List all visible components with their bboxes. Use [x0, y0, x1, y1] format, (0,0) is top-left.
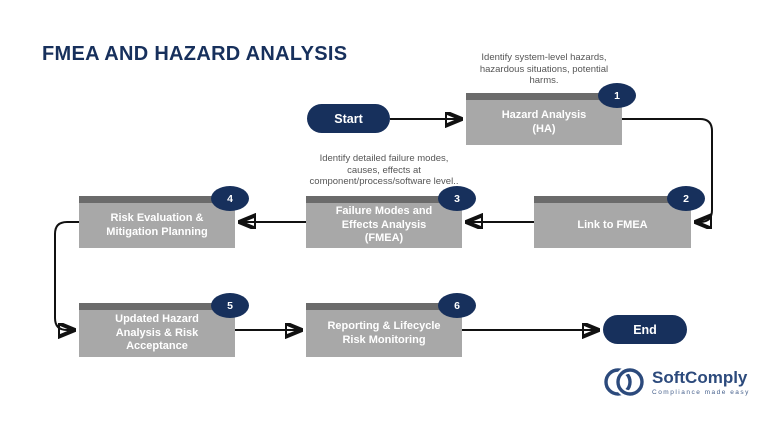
annotation-fmea: Identify detailed failure modes, causes,…: [309, 153, 459, 187]
logo-name: SoftComply: [652, 368, 748, 387]
logo-tagline: Compliance made easy: [652, 389, 750, 396]
step-top-strip: [306, 303, 462, 310]
step-number-badge: 2: [667, 186, 705, 211]
annotation-hazard-analysis: Identify system-level hazards, hazardous…: [479, 52, 609, 86]
step-top-strip: [466, 93, 622, 100]
step-number-badge: 6: [438, 293, 476, 318]
connector-step4-to-step5: [54, 221, 79, 330]
step-number-badge: 1: [598, 83, 636, 108]
end-node: End: [603, 315, 687, 344]
step-risk-evaluation: Risk Evaluation & Mitigation Planning 4: [79, 186, 249, 248]
page-title: FMEA AND HAZARD ANALYSIS: [42, 43, 348, 65]
step-label: Failure Modes and Effects Analysis (FMEA…: [335, 205, 433, 245]
step-reporting-monitoring: Reporting & Lifecycle Risk Monitoring 6: [306, 293, 476, 357]
step-number-badge: 3: [438, 186, 476, 211]
step-label: Hazard Analysis (HA): [501, 109, 587, 135]
step-top-strip: [79, 196, 235, 203]
step-label: Link to FMEA: [577, 218, 648, 231]
step-number-badge: 4: [211, 186, 249, 211]
step-number-badge: 5: [211, 293, 249, 318]
step-top-strip: [306, 196, 462, 203]
step-label: Updated Hazard Analysis & Risk Acceptanc…: [115, 313, 199, 353]
step-label: Risk Evaluation & Mitigation Planning: [106, 212, 208, 238]
softcomply-logo: SoftComply Compliance made easy: [604, 365, 750, 399]
step-hazard-analysis: Hazard Analysis (HA) 1: [466, 83, 636, 145]
step-label: Reporting & Lifecycle Risk Monitoring: [327, 320, 441, 346]
start-node: Start: [307, 104, 390, 133]
softcomply-rings-icon: [604, 366, 644, 398]
step-link-to-fmea: Link to FMEA 2: [534, 186, 705, 248]
step-top-strip: [79, 303, 235, 310]
step-fmea: Failure Modes and Effects Analysis (FMEA…: [306, 186, 476, 248]
step-updated-hazard-analysis: Updated Hazard Analysis & Risk Acceptanc…: [79, 293, 249, 357]
step-top-strip: [534, 196, 691, 203]
